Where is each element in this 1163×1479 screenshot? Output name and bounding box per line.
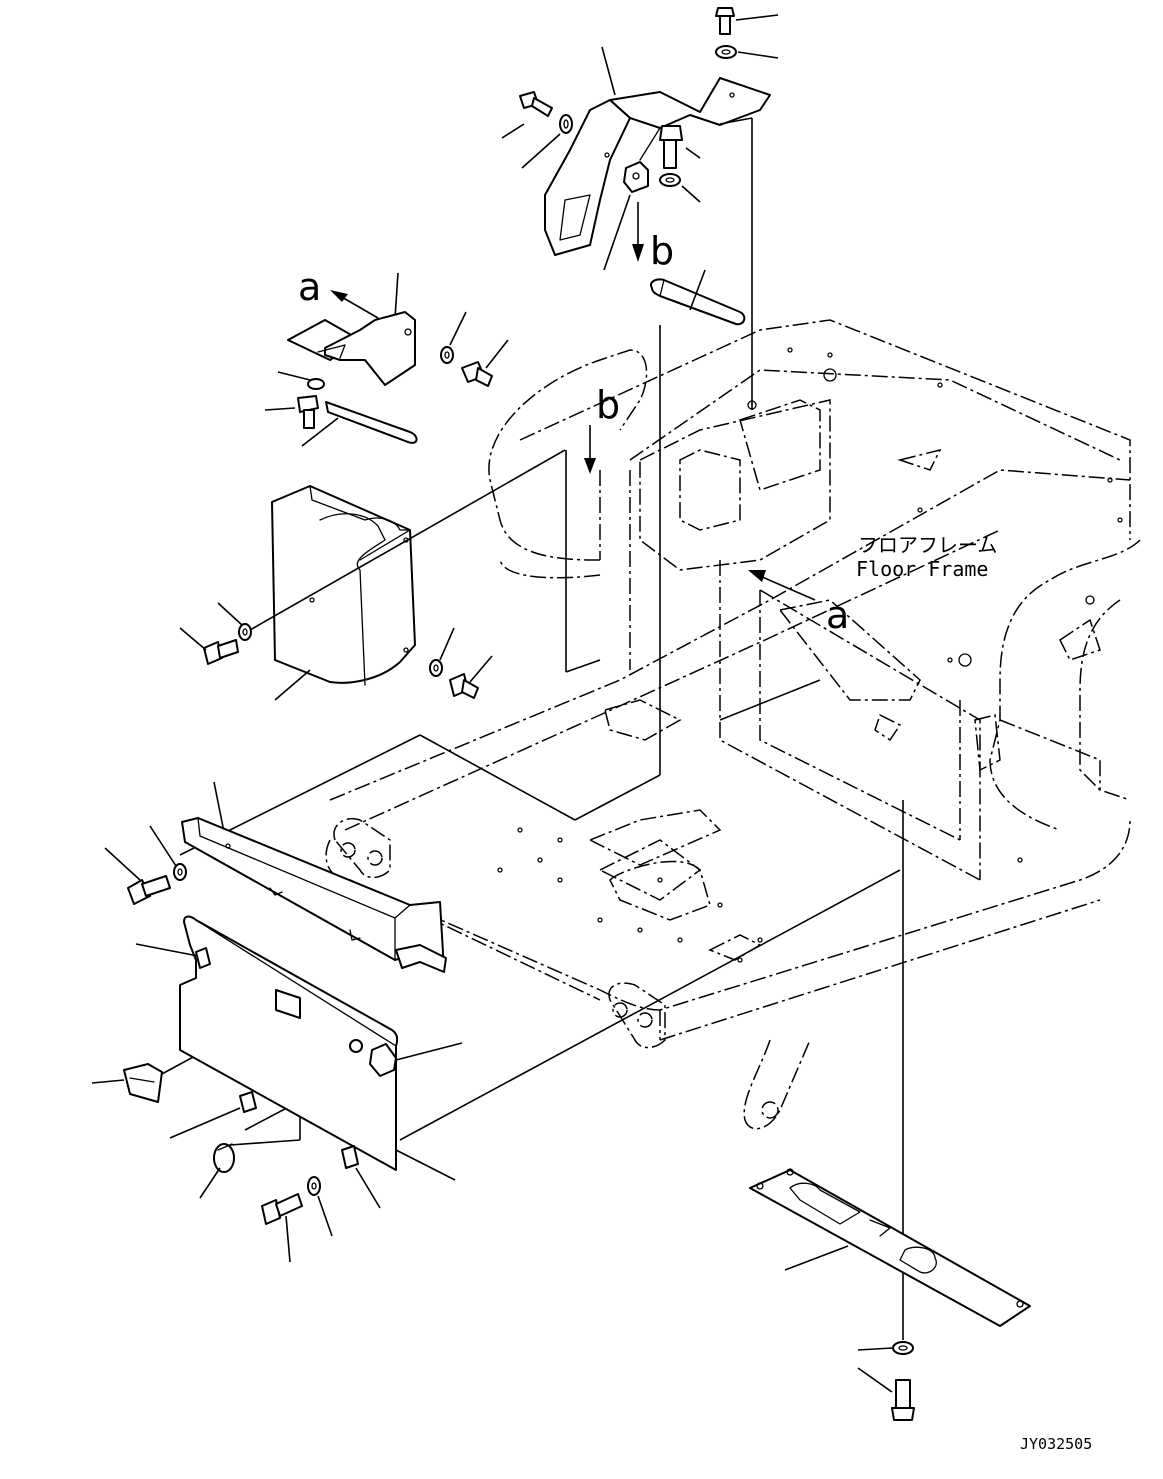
ref-b-upper: b [650, 229, 674, 273]
under-cover-plate-assembly [749, 1168, 1031, 1421]
ref-b-lower: b [596, 383, 620, 427]
ref-b-arrow: b [565, 383, 620, 673]
front-panel-assembly [91, 915, 463, 1263]
ref-a-arrow: a [748, 570, 849, 637]
drawing-id: JY032505 [1020, 1435, 1092, 1453]
front-rail-assembly [104, 781, 447, 973]
ref-a-lower: a [826, 593, 849, 637]
floor-frame [325, 319, 1141, 1130]
floor-frame-label-en: Floor Frame [856, 557, 988, 581]
floor-frame-label: フロアフレーム Floor Frame [856, 533, 997, 581]
upper-bracket-assembly: b [501, 7, 779, 720]
ref-a-upper: a [298, 265, 321, 309]
battery-cover-assembly [179, 449, 566, 701]
side-cover-small-assembly: a [264, 265, 509, 447]
floor-frame-label-jp: フロアフレーム [858, 533, 997, 557]
